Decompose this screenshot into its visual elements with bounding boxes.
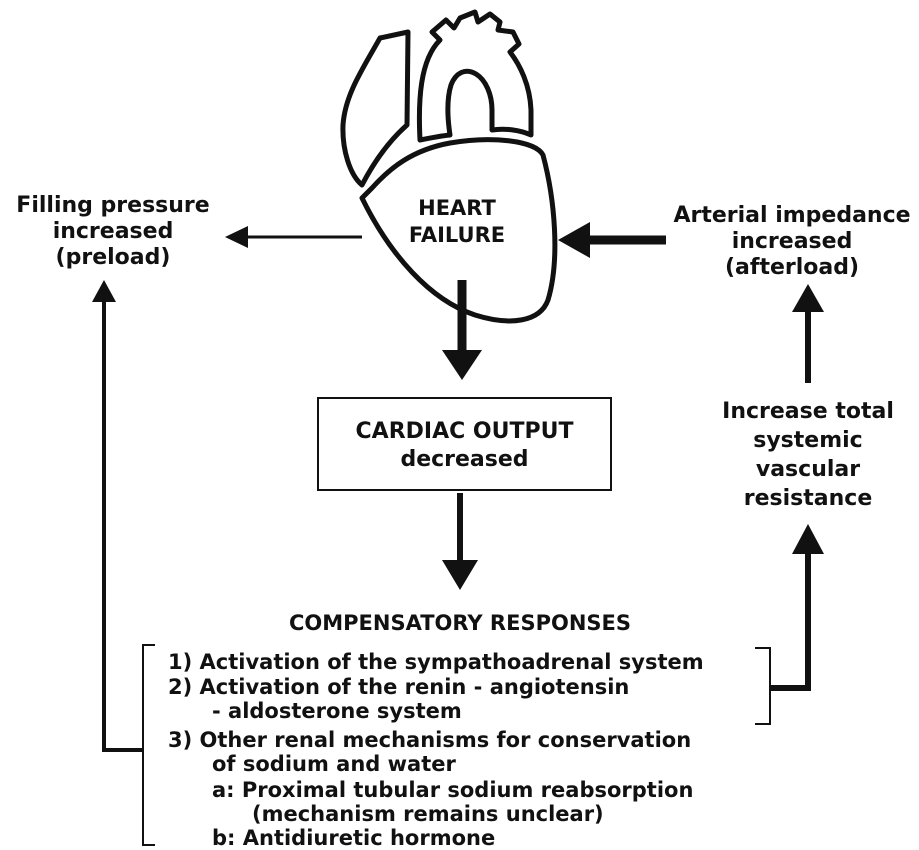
compensatory-item-3: 3) Other renal mechanisms for conservati… [168, 728, 691, 776]
compensatory-item-2: 2) Activation of the renin - angiotensin… [168, 675, 629, 723]
resistance-line4: resistance [700, 484, 916, 513]
item3-line1: 3) Other renal mechanisms for conservati… [168, 728, 691, 752]
arrow-to-afterload-head [792, 284, 824, 312]
resistance-line1: Increase total [700, 397, 916, 426]
sub-a-line1: a: Proximal tubular sodium reabsorption [212, 778, 693, 802]
sub-b-text: b: Antidiuretic hormone [212, 826, 495, 850]
right-bracket [755, 648, 770, 724]
resistance-line3: vascular [700, 455, 916, 484]
cardiac-output-line1: CARDIAC OUTPUT [317, 418, 612, 446]
arrow-to-preload-feedback-shaft [104, 302, 143, 750]
resistance-line2: systemic [700, 426, 916, 455]
cardiac-output-line2: decreased [317, 446, 612, 474]
item3-line2: of sodium and water [168, 752, 691, 776]
resistance-label: Increase total systemic vascular resista… [700, 397, 916, 513]
arterial-impedance-label: Arterial impedance increased (afterload) [668, 203, 916, 281]
arrow-to-preload-head [225, 226, 248, 248]
arterial-impedance-line2: increased [668, 229, 916, 255]
arrow-to-resistance-head [792, 524, 824, 554]
filling-pressure-line3: (preload) [4, 245, 222, 271]
heart-illustration [343, 12, 555, 321]
arrow-to-preload-feedback-head [92, 280, 116, 302]
arterial-impedance-line3: (afterload) [668, 255, 916, 281]
filling-pressure-line2: increased [4, 219, 222, 245]
cardiac-output-label: CARDIAC OUTPUT decreased [317, 418, 612, 474]
arrow-to-cardiac-output-head [442, 350, 482, 380]
aortic-arch-outline [419, 12, 531, 140]
compensatory-sub-b: b: Antidiuretic hormone [212, 826, 495, 850]
arrow-from-afterload-head [558, 222, 590, 258]
heart-failure-line1: HEART [392, 195, 522, 222]
item2-line2: - aldosterone system [168, 699, 629, 723]
arrow-to-compensatory-head [442, 560, 478, 590]
compensatory-item-1: 1) Activation of the sympathoadrenal sys… [168, 650, 704, 674]
filling-pressure-label: Filling pressure increased (preload) [4, 193, 222, 271]
sub-a-line2: (mechanism remains unclear) [212, 802, 693, 826]
arrow-to-resistance-shaft [770, 554, 808, 688]
item1-text: 1) Activation of the sympathoadrenal sys… [168, 650, 704, 674]
heart-failure-line2: FAILURE [392, 222, 522, 249]
compensatory-heading: COMPENSATORY RESPONSES [250, 610, 670, 636]
arterial-impedance-line1: Arterial impedance [668, 203, 916, 229]
compensatory-sub-a: a: Proximal tubular sodium reabsorption … [212, 778, 693, 826]
filling-pressure-line1: Filling pressure [4, 193, 222, 219]
item2-line1: 2) Activation of the renin - angiotensin [168, 675, 629, 699]
left-bracket [143, 645, 155, 845]
heart-failure-label: HEART FAILURE [392, 195, 522, 249]
